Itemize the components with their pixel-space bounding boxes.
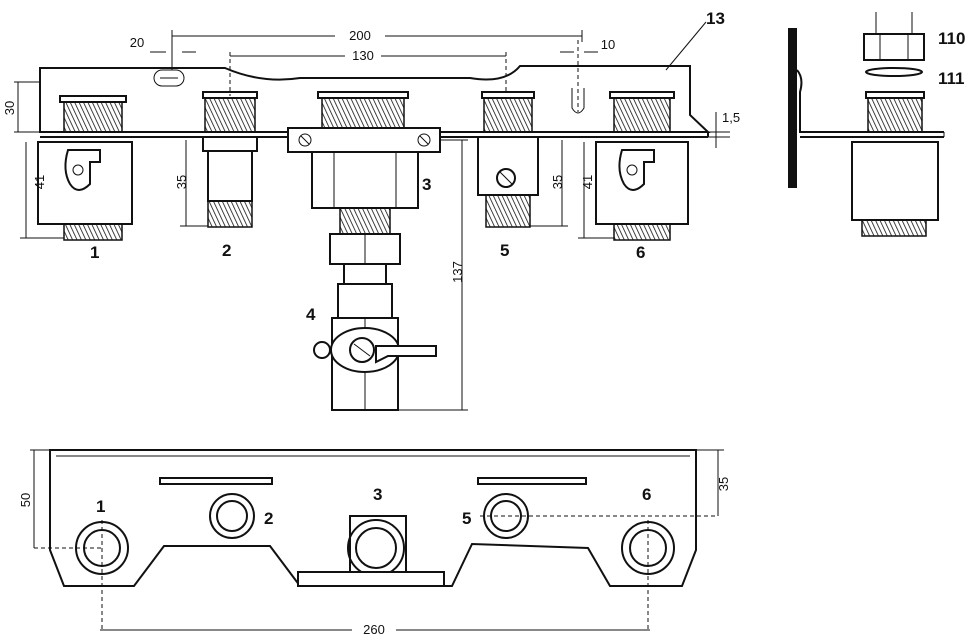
dim-130: 130 [352, 48, 374, 63]
label-part-3: 3 [422, 175, 431, 194]
plan-label-5: 5 [462, 509, 471, 528]
plan-view: 260 50 35 1 2 3 5 6 [18, 449, 731, 637]
front-elevation: 200 130 20 10 30 41 35 35 [2, 9, 740, 411]
dim-137: 137 [450, 261, 465, 283]
fitting-6 [595, 91, 689, 241]
lever-icon [618, 149, 655, 191]
label-part-2: 2 [222, 241, 231, 260]
dim-10: 10 [601, 37, 615, 52]
dim-30: 30 [2, 101, 17, 115]
plan-label-6: 6 [642, 485, 651, 504]
seal-ring-111 [865, 67, 923, 77]
plan-label-2: 2 [264, 509, 273, 528]
lever-icon [64, 149, 101, 191]
label-part-110: 110 [938, 29, 965, 48]
dim-1-5: 1,5 [722, 110, 740, 125]
dim-200: 200 [349, 28, 371, 43]
front-dimensions: 200 130 20 10 30 41 35 35 [2, 21, 740, 411]
label-part-6: 6 [636, 243, 645, 262]
label-part-13: 13 [706, 9, 725, 28]
valve-body-3 [287, 91, 441, 235]
dim-50: 50 [18, 493, 33, 507]
plan-bracket [49, 449, 697, 587]
valve-lever [375, 345, 437, 364]
label-part-111: 111 [938, 69, 965, 88]
label-part-1: 1 [90, 243, 99, 262]
fitting-5 [477, 52, 539, 228]
dim-35-left: 35 [174, 175, 189, 189]
front-part-numbers: 1 2 3 4 5 6 13 [90, 9, 725, 324]
dim-35-right: 35 [550, 175, 565, 189]
label-part-5: 5 [500, 241, 509, 260]
fitting-1 [37, 95, 133, 241]
plan-label-1: 1 [96, 497, 105, 516]
dim-260: 260 [363, 622, 385, 637]
dim-35-plan: 35 [716, 477, 731, 491]
side-detail-view: 110 111 [788, 12, 965, 237]
label-part-4: 4 [306, 305, 316, 324]
plan-label-3: 3 [373, 485, 382, 504]
fitting-2 [202, 52, 258, 228]
wall [788, 28, 797, 188]
dim-20: 20 [130, 35, 144, 50]
dim-41-left: 41 [32, 175, 47, 189]
dim-41-right: 41 [580, 175, 595, 189]
ball-valve-4 [313, 233, 437, 411]
nut-110 [863, 33, 925, 61]
mounting-bracket [39, 65, 711, 133]
